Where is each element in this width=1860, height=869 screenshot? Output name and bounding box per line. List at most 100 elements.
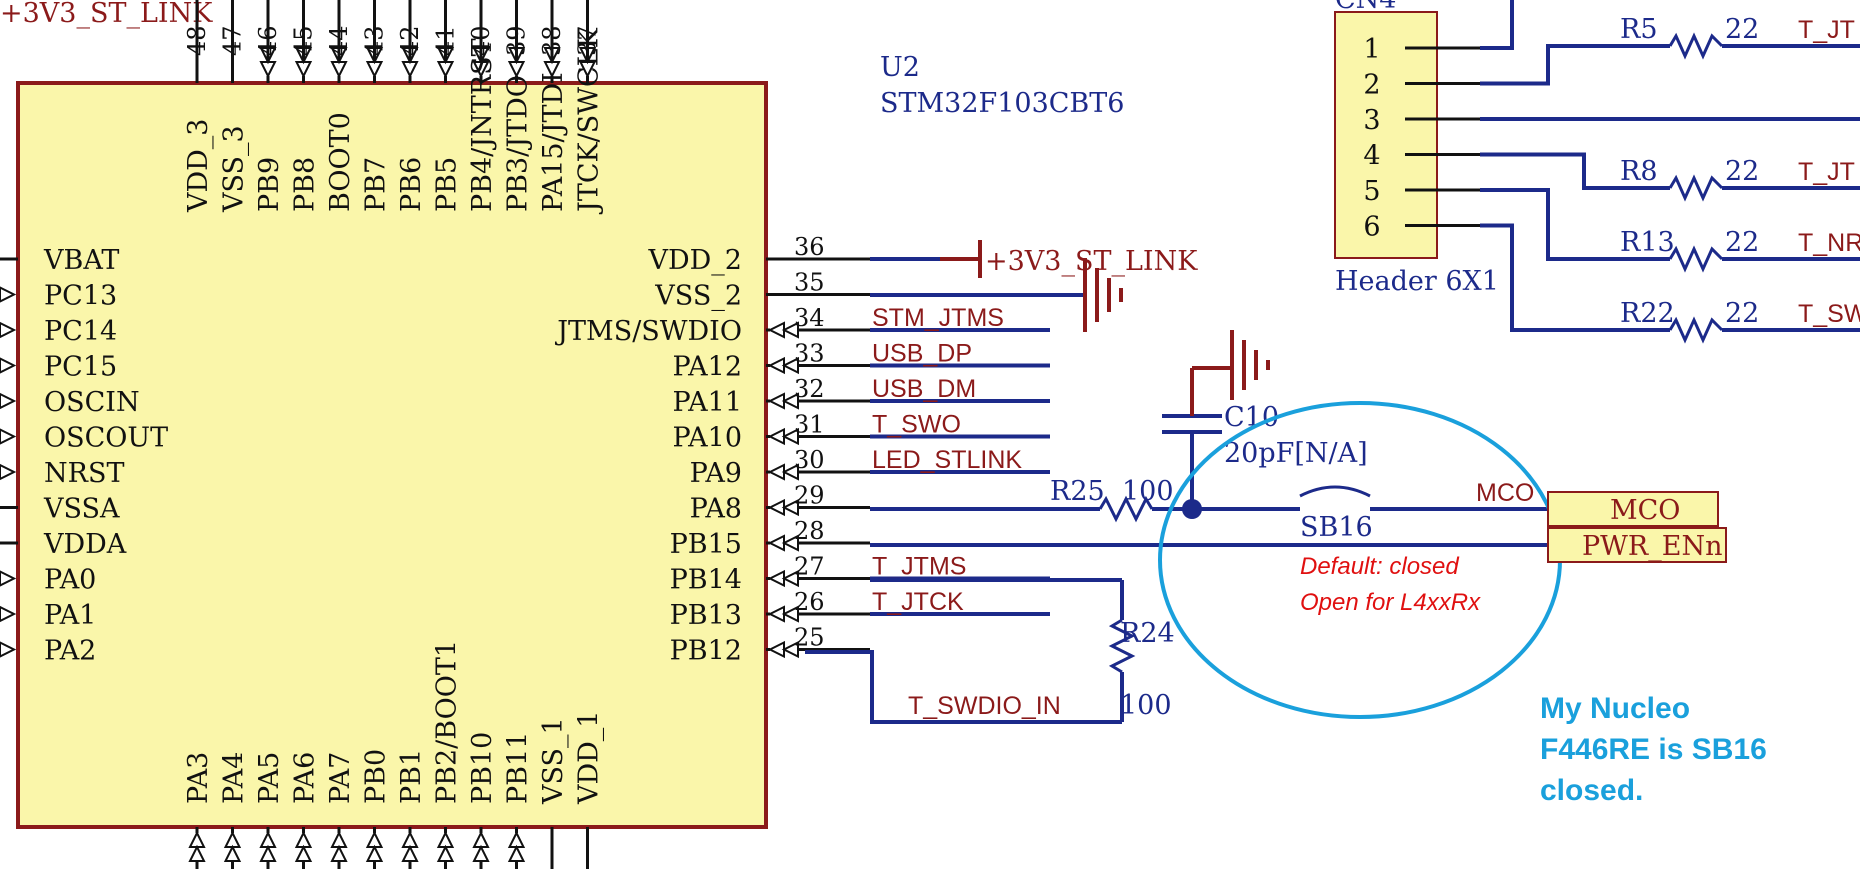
left-pin-pc15[interactable]: PC15 [0, 352, 117, 383]
r24-net: R24 100 T_SWDIO_IN [805, 578, 1175, 724]
resistor-designator: R22 [1620, 298, 1675, 329]
bottom-pin-vss_1[interactable]: VSS_13 [528, 717, 569, 869]
left-pin-pc14[interactable]: PC14 [0, 316, 117, 347]
bottom-pin-pa4[interactable]: PA44 [209, 752, 250, 869]
left-pin-oscin[interactable]: OSCIN [0, 387, 140, 418]
left-pin-name: PA2 [44, 636, 96, 667]
left-pin-oscout[interactable]: OSCOUT [0, 423, 168, 454]
resistor-designator: R13 [1620, 227, 1675, 258]
top-pin-name: PB9 [254, 157, 285, 212]
header-pin-3[interactable]: 3 [1363, 105, 1480, 136]
top-pin-number: 46 [254, 25, 282, 56]
bottom-pin-pb0[interactable]: PB08 [351, 749, 392, 869]
header-pin-number: 2 [1363, 70, 1380, 101]
c10-capacitor[interactable]: C10 20pF[N/A] [1162, 330, 1368, 509]
swdio-net-label: T_SWDIO_IN [908, 692, 1061, 720]
right-pin-name: PB14 [670, 565, 742, 596]
right-pin-name: PA9 [690, 458, 742, 489]
left-pin-pc13[interactable]: PC13 [0, 281, 117, 312]
left-pin-name: NRST [44, 458, 124, 489]
header-pin-6[interactable]: 6 [1363, 212, 1480, 243]
top-pin-number: 37 [574, 25, 602, 56]
bottom-pin-pa5[interactable]: PA55 [244, 752, 285, 869]
pa8-net: R25 100 SB16 MCO [870, 476, 1550, 543]
pwr-enn-port[interactable]: PWR_ENn [1547, 527, 1727, 563]
right-pin-number: 33 [794, 340, 825, 368]
header-pin-4[interactable]: 4 [1363, 141, 1480, 172]
net-label: LED_STLINK [872, 446, 1022, 474]
left-pin-pa1[interactable]: PA1 [0, 600, 96, 631]
right-pin-35[interactable]: 35 VSS_2 [654, 269, 870, 312]
left-pin-pa0[interactable]: PA0 [0, 565, 96, 596]
top-pin-name: PB3/JTDO [503, 75, 534, 212]
left-pin-name: VDDA [43, 529, 127, 560]
r24-resistor-symbol[interactable] [1108, 618, 1136, 674]
bottom-pin-name: PA6 [290, 752, 321, 804]
top-pin-name: PA15/JTDI [538, 72, 569, 212]
header-pin-number: 5 [1363, 176, 1380, 207]
left-pin-vdda[interactable]: VDDA [0, 529, 127, 560]
net-label: T_JTMS [872, 553, 966, 581]
bottom-pin-pa6[interactable]: PA66 [280, 752, 321, 869]
left-pin-vssa[interactable]: VSSA [0, 494, 120, 525]
net-label: T_JT [1798, 16, 1855, 44]
header-pin-5[interactable]: 5 [1363, 176, 1480, 207]
bottom-pin-pb10[interactable]: PB101 [457, 732, 498, 869]
right-pin-name: VSS_2 [654, 281, 742, 312]
right-net-wires: STM_JTMSUSB_DPUSB_DMT_SWOLED_STLINKT_JTM… [870, 304, 1050, 616]
top-pin-name: JTCK/SWCLK [574, 27, 605, 215]
left-pin-name: PC13 [44, 281, 117, 312]
bottom-pin-pa3[interactable]: PA33 [173, 752, 214, 869]
left-pin-pa2[interactable]: PA2 [0, 636, 96, 667]
bottom-pin-vdd_1[interactable]: VDD_14 [564, 711, 605, 869]
right-pin-number: 35 [794, 269, 825, 297]
left-pin-vbat[interactable]: VBAT [0, 245, 119, 276]
sb16-designator: SB16 [1300, 512, 1373, 543]
right-pin-number: 34 [794, 304, 825, 332]
sb16-symbol[interactable] [1299, 485, 1371, 509]
ic-body[interactable] [16, 81, 768, 829]
bottom-pin-pb1[interactable]: PB19 [386, 749, 427, 869]
bottom-pin-pb11[interactable]: PB112 [493, 732, 534, 869]
left-pin-nrst[interactable]: NRST [0, 458, 124, 489]
bottom-pin-pa7[interactable]: PA77 [315, 752, 356, 869]
bottom-pin-pb2-boot1[interactable]: PB2/BOOT10 [422, 640, 463, 869]
right-pin-number: 28 [794, 517, 825, 545]
bottom-pin-name: PB1 [396, 749, 427, 804]
mco-port[interactable]: MCO [1547, 491, 1719, 527]
header-pin-number: 6 [1363, 212, 1380, 243]
r25-resistor-symbol[interactable] [1098, 495, 1154, 523]
header-pin-1[interactable]: 1 [1363, 34, 1480, 65]
bottom-pin-name: VDD_1 [574, 711, 605, 805]
header-pin-2[interactable]: 2 [1363, 70, 1480, 101]
